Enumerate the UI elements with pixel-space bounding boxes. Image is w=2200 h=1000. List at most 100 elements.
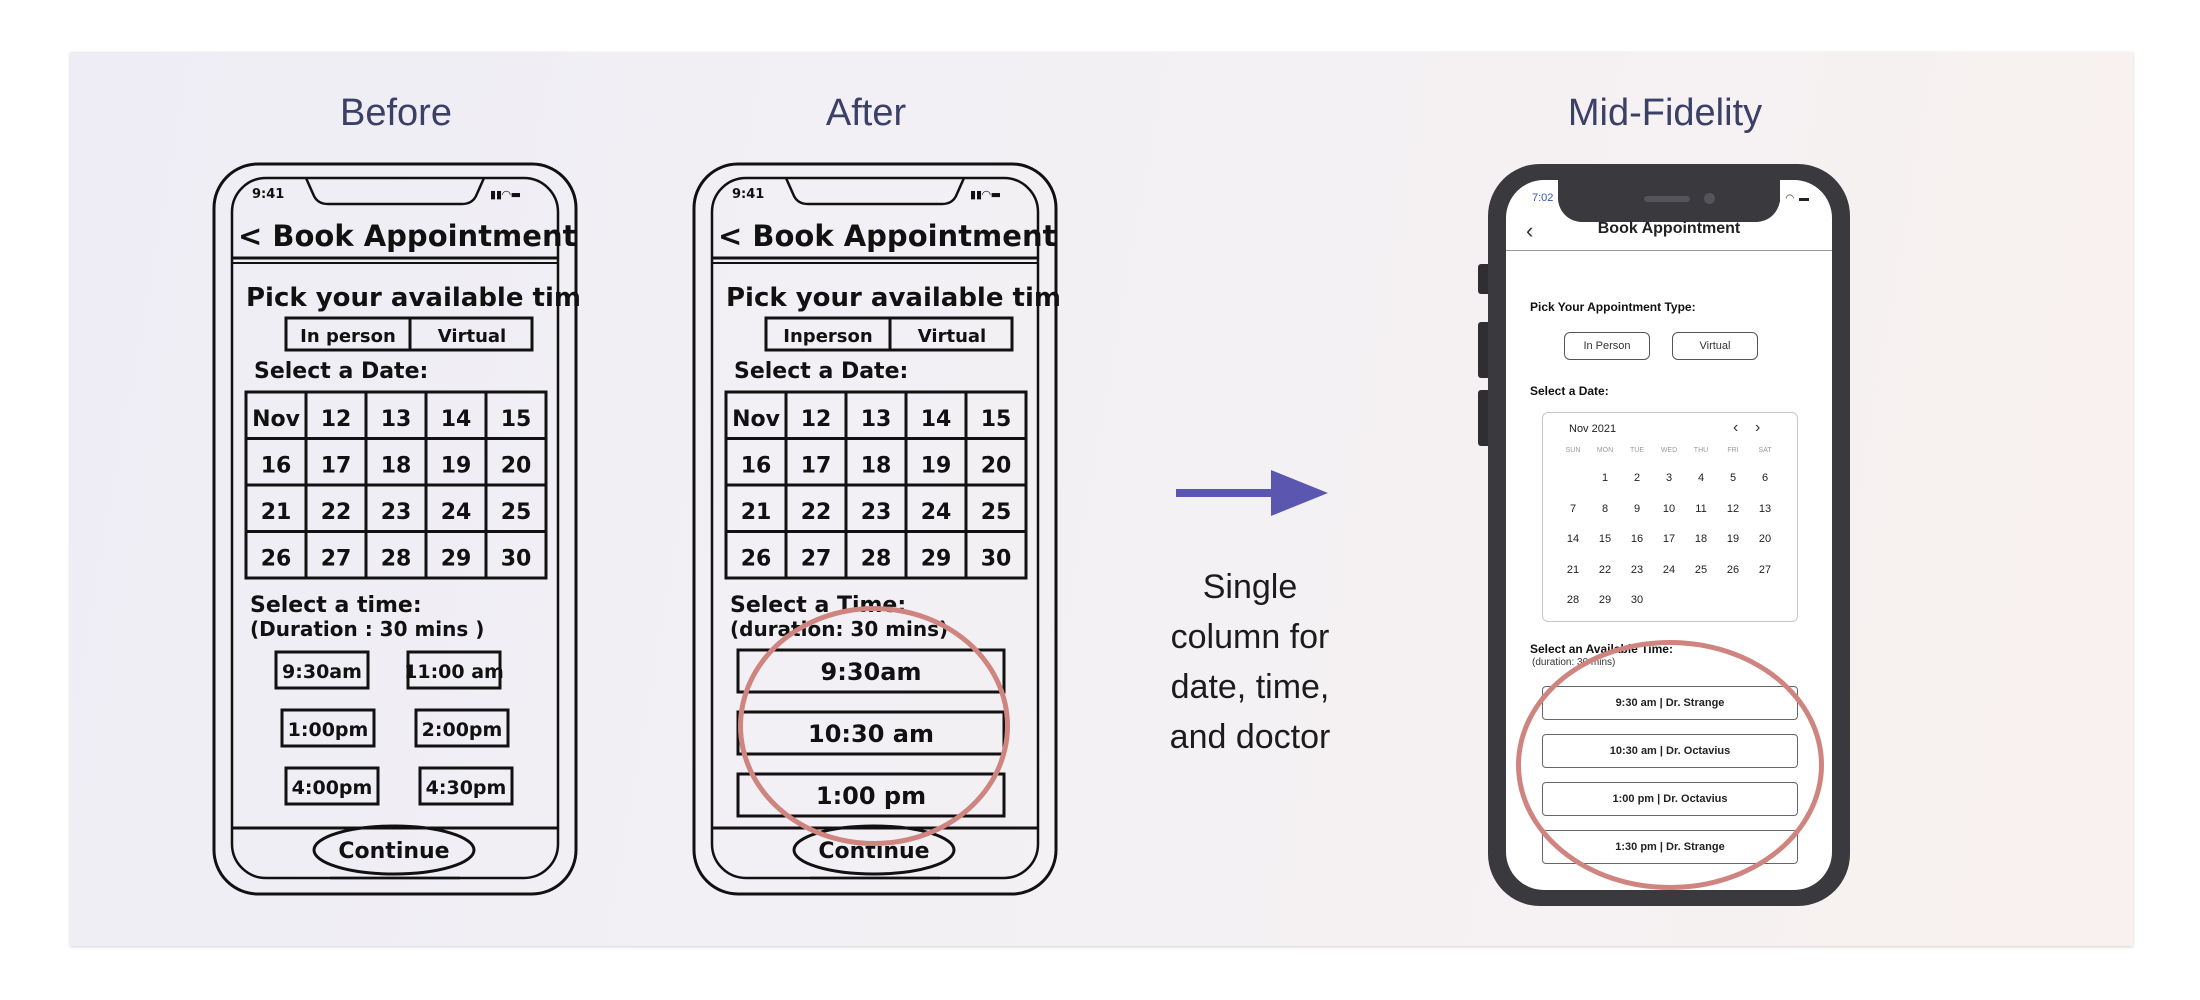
type-option: Virtual <box>918 326 986 347</box>
calendar-cell: 17 <box>801 454 832 479</box>
in-person-button[interactable]: In Person <box>1564 332 1650 360</box>
calendar-cell: 20 <box>501 454 532 479</box>
calendar-day[interactable]: 16 <box>1630 533 1644 545</box>
weekday-label: MON <box>1596 447 1614 454</box>
calendar-cell: 26 <box>261 547 292 572</box>
calendar-cell: 22 <box>321 500 352 525</box>
time-box <box>280 708 376 748</box>
weekday-label: FRI <box>1727 447 1739 454</box>
calendar-cell: 18 <box>861 454 892 479</box>
caption-line: Single <box>1202 568 1298 606</box>
calendar-day[interactable]: 21 <box>1566 563 1580 576</box>
calendar-day[interactable]: 3 <box>1665 472 1673 484</box>
time-box <box>414 708 510 748</box>
caption-line: and doctor <box>1169 718 1331 756</box>
time-box <box>406 650 502 690</box>
calendar-day[interactable]: 12 <box>1726 502 1740 515</box>
calendar-cell: 28 <box>861 547 892 572</box>
status-time: 7:02 <box>1532 192 1554 204</box>
time-label: 4:30pm <box>426 777 507 799</box>
type-option: Virtual <box>438 326 506 347</box>
time-label: 2:00pm <box>422 719 503 741</box>
calendar-day[interactable]: 29 <box>1598 594 1612 606</box>
calendar-cell: 12 <box>321 407 352 432</box>
virtual-button[interactable]: Virtual <box>1672 332 1758 360</box>
calendar-cell: 24 <box>921 500 952 525</box>
calendar-day[interactable]: 27 <box>1758 563 1772 576</box>
calendar-cell: 23 <box>381 500 412 525</box>
status-time: 9:41 <box>732 187 764 202</box>
calendar-cell: 13 <box>861 407 892 432</box>
calendar-day[interactable]: 24 <box>1662 563 1676 576</box>
calendar-day[interactable]: 8 <box>1601 502 1609 515</box>
calendar-cell: 14 <box>921 407 952 432</box>
calendar-cell: 29 <box>441 547 472 572</box>
sketch-pick-title: Pick your available time <box>726 283 1060 313</box>
calendar-day[interactable]: 1 <box>1601 472 1609 484</box>
calendar-day[interactable]: 2 <box>1633 472 1641 484</box>
calendar-cell: 24 <box>441 500 472 525</box>
notch-outline <box>784 177 966 206</box>
calendar-day[interactable]: 9 <box>1633 502 1641 515</box>
calendar-prev-button[interactable]: ‹ <box>1733 419 1739 436</box>
weekday-label: SAT <box>1758 447 1772 454</box>
time-label: 4:00pm <box>292 777 373 799</box>
calendar-cell: 19 <box>921 454 952 479</box>
calendar-day[interactable]: 4 <box>1697 472 1705 484</box>
calendar-day[interactable]: 13 <box>1758 502 1772 515</box>
calendar-cell: 30 <box>501 547 532 572</box>
caption: Single column for date, time, and doctor <box>1140 562 1360 762</box>
sketch-select-time: Select a time: <box>250 593 422 618</box>
calendar-day[interactable]: 19 <box>1726 533 1740 545</box>
calendar-day[interactable]: 23 <box>1630 563 1644 576</box>
time-box <box>284 766 380 806</box>
calendar-cell: 16 <box>261 454 292 479</box>
calendar-day[interactable]: 5 <box>1729 472 1737 484</box>
calendar-day[interactable]: 15 <box>1598 533 1612 545</box>
calendar-day[interactable]: 11 <box>1695 502 1707 515</box>
calendar-day[interactable]: 30 <box>1630 594 1644 606</box>
calendar-day[interactable]: 7 <box>1569 502 1577 515</box>
calendar-day[interactable]: 14 <box>1566 533 1580 545</box>
caption-line: date, time, <box>1170 668 1330 706</box>
calendar-next-button[interactable]: › <box>1755 419 1761 436</box>
back-button[interactable]: ‹ <box>1526 218 1534 243</box>
sketch-header: < Book Appointment <box>718 219 1057 253</box>
calendar-cell: Nov <box>252 407 301 432</box>
calendar-day[interactable]: 26 <box>1726 563 1740 576</box>
calendar-cell: 27 <box>801 547 832 572</box>
calendar-day[interactable]: 10 <box>1662 502 1676 515</box>
page-title: Book Appointment <box>1597 220 1741 237</box>
calendar-day[interactable]: 20 <box>1758 533 1772 545</box>
heading-after: After <box>825 92 907 134</box>
calendar-cell: Nov <box>732 407 781 432</box>
sketch-header: < Book Appointment <box>238 219 577 253</box>
calendar-day[interactable]: 25 <box>1694 563 1708 576</box>
calendar-day[interactable]: 18 <box>1694 533 1708 545</box>
calendar-day[interactable]: 17 <box>1662 533 1676 545</box>
appointment-type-label: Pick Your Appointment Type: <box>1530 300 1696 314</box>
heading-midfi: Mid-Fidelity <box>1567 92 1763 134</box>
status-icons: ▮▮◠▬ <box>970 188 1001 201</box>
calendar-cell: 15 <box>501 407 532 432</box>
calendar-day[interactable]: 6 <box>1761 472 1769 484</box>
duration-note: (duration: 30 mins) <box>1532 657 1616 668</box>
phone-volume-up <box>1478 322 1488 378</box>
calendar-cell: 23 <box>861 500 892 525</box>
calendar-empty-cell <box>1557 463 1589 494</box>
weekday-label: THU <box>1693 447 1709 454</box>
phone-outline <box>692 162 1058 896</box>
type-option: In person <box>300 326 396 347</box>
calendar-day[interactable]: 22 <box>1598 563 1612 576</box>
calendar-cell: 16 <box>741 454 772 479</box>
weekday-label: WED <box>1660 447 1678 454</box>
caption-line: column for <box>1170 618 1330 656</box>
calendar-cell: 18 <box>381 454 412 479</box>
time-box <box>274 650 370 690</box>
continue-label: Continue <box>338 839 449 864</box>
calendar-day[interactable]: 28 <box>1566 594 1580 606</box>
heading-before: Before <box>340 92 452 134</box>
